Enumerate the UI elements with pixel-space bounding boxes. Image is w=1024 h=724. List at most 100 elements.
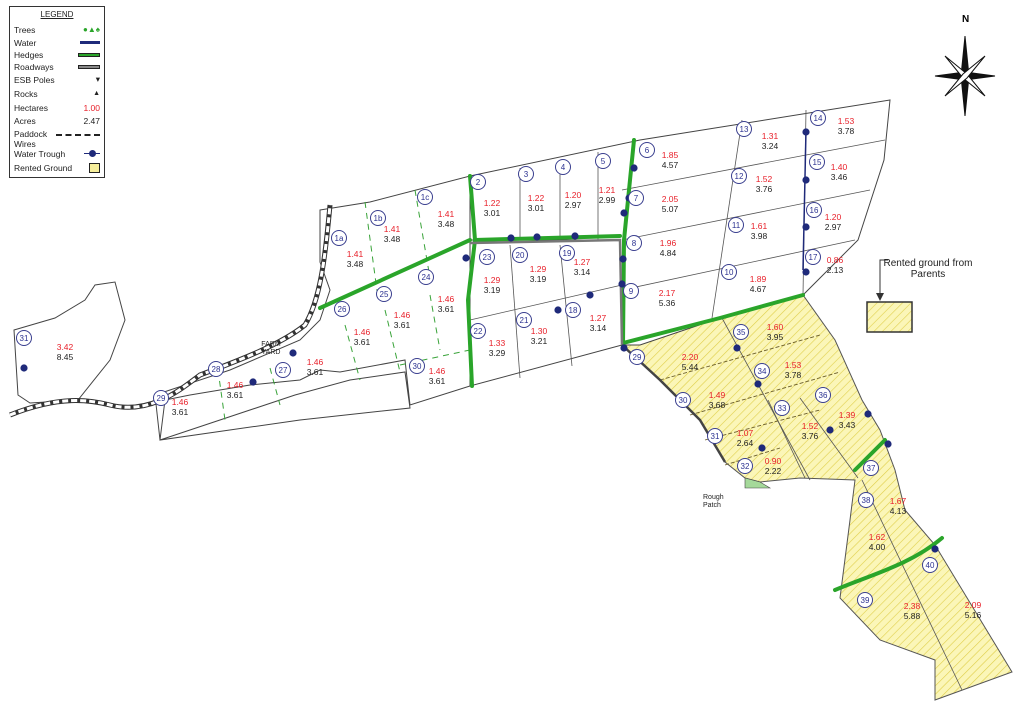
paddock-38[interactable]: 381.624.00: [858, 492, 886, 553]
water-trough-icon: [20, 364, 28, 372]
esb-pole-icon: ▾: [95, 74, 100, 84]
paddock-number: 16: [810, 206, 819, 215]
paddock-26[interactable]: 261.463.61: [334, 301, 371, 348]
paddock-40[interactable]: 402.095.16: [922, 557, 982, 621]
rented-swatch-icon: [89, 162, 100, 173]
paddock-number-badge: [629, 349, 645, 365]
paddock-number-badge: [470, 323, 486, 339]
paddock-number: 29: [157, 394, 166, 403]
paddock-hectares: 1.41: [384, 224, 401, 234]
paddock-2[interactable]: 21.223.01: [470, 174, 501, 219]
paddock-31-field: [13, 281, 126, 404]
paddock-acres: 2.97: [565, 200, 582, 210]
paddock-1a[interactable]: 1a1.413.48: [331, 230, 364, 270]
rented-ground-area: [620, 294, 1013, 701]
paddock-27[interactable]: 271.463.61: [275, 357, 324, 378]
paddock-hectares: 1.60: [767, 322, 784, 332]
paddock-hectares: 1.41: [347, 249, 364, 259]
paddock-16[interactable]: 161.202.97: [806, 202, 842, 233]
water-line-icon: [80, 41, 100, 44]
paddock-1b[interactable]: 1b1.413.48: [370, 210, 401, 245]
paddock-3[interactable]: 31.223.01: [518, 166, 545, 214]
paddock-acres: 3.61: [438, 304, 455, 314]
paddock-acres: 3.01: [484, 208, 501, 218]
paddock-hectares: 2.17: [659, 288, 676, 298]
paddock-19[interactable]: 191.273.14: [559, 245, 591, 278]
paddock-35[interactable]: 351.603.95: [733, 322, 784, 342]
paddock-number-badge: [16, 330, 32, 346]
paddock-33[interactable]: 331.523.76: [774, 400, 819, 442]
paddock-22[interactable]: 221.333.29: [470, 323, 506, 359]
paddock-10[interactable]: 101.894.67: [721, 264, 767, 295]
paddock-5[interactable]: 51.212.99: [595, 153, 616, 206]
paddock-24[interactable]: 241.463.61: [418, 269, 455, 315]
paddock-number: 4: [561, 163, 566, 172]
paddock-25[interactable]: 251.463.61: [376, 286, 411, 331]
paddock-number-badge: [754, 363, 770, 379]
paddock-30[interactable]: 301.493.68: [675, 390, 726, 410]
paddock-number: 13: [740, 125, 749, 134]
paddock-acres: 3.61: [227, 390, 244, 400]
paddock-number-badge: [331, 230, 347, 246]
paddock-hectares: 1.46: [438, 294, 455, 304]
paddock-21[interactable]: 211.303.21: [516, 312, 548, 347]
water-trough-icon: [249, 378, 257, 386]
paddock-20[interactable]: 201.293.19: [512, 247, 547, 285]
paddock-number: 11: [732, 221, 741, 230]
paddock-18[interactable]: 181.273.14: [565, 302, 607, 334]
paddock-number-badge: [707, 428, 723, 444]
paddock-hectares: 1.21: [599, 185, 616, 195]
rough-patch: [744, 477, 772, 489]
paddock-39[interactable]: 392.385.88: [857, 592, 921, 622]
paddock-acres: 5.07: [662, 204, 679, 214]
paddock-4[interactable]: 41.202.97: [555, 159, 582, 211]
paddock-number-badge: [863, 460, 879, 476]
paddock-number: 8: [632, 239, 637, 248]
water-trough-icon: [864, 410, 872, 418]
paddock-32[interactable]: 320.902.22: [737, 456, 782, 476]
paddock-number-badge: [275, 362, 291, 378]
paddock-number-badge: [737, 458, 753, 474]
water-trough-icon: [618, 280, 626, 288]
paddock-acres: 3.61: [307, 367, 324, 377]
paddock-37[interactable]: 371.674.13: [863, 460, 907, 517]
water-trough-icon: [620, 209, 628, 217]
paddock-acres: 3.21: [531, 336, 548, 346]
paddock-34[interactable]: 341.533.78: [754, 360, 802, 380]
paddock-number-badge: [409, 358, 425, 374]
paddock-number: 39: [861, 596, 870, 605]
paddock-36[interactable]: 361.393.43: [815, 387, 856, 431]
water-trough-icon: [931, 545, 939, 553]
paddock-1c[interactable]: 1c1.413.48: [417, 189, 455, 230]
paddock-number-badge: [512, 247, 528, 263]
paddock-23[interactable]: 231.293.19: [479, 249, 501, 296]
paddock-acres: 3.43: [839, 420, 856, 430]
paddock-number-badge: [153, 390, 169, 406]
paddock-number: 28: [212, 365, 221, 374]
paddock-13[interactable]: 131.313.24: [736, 121, 779, 152]
paddock-number-badge: [733, 324, 749, 340]
paddock-acres: 3.78: [838, 126, 855, 136]
paddock-28[interactable]: 281.463.61: [208, 361, 244, 401]
paddock-31[interactable]: 313.428.45: [16, 330, 74, 363]
paddock-hectares: 1.41: [438, 209, 455, 219]
water-trough-icon: [533, 233, 541, 241]
paddock-number: 35: [737, 328, 746, 337]
paddock-acres: 4.67: [750, 284, 767, 294]
paddock-acres: 5.44: [682, 362, 699, 372]
